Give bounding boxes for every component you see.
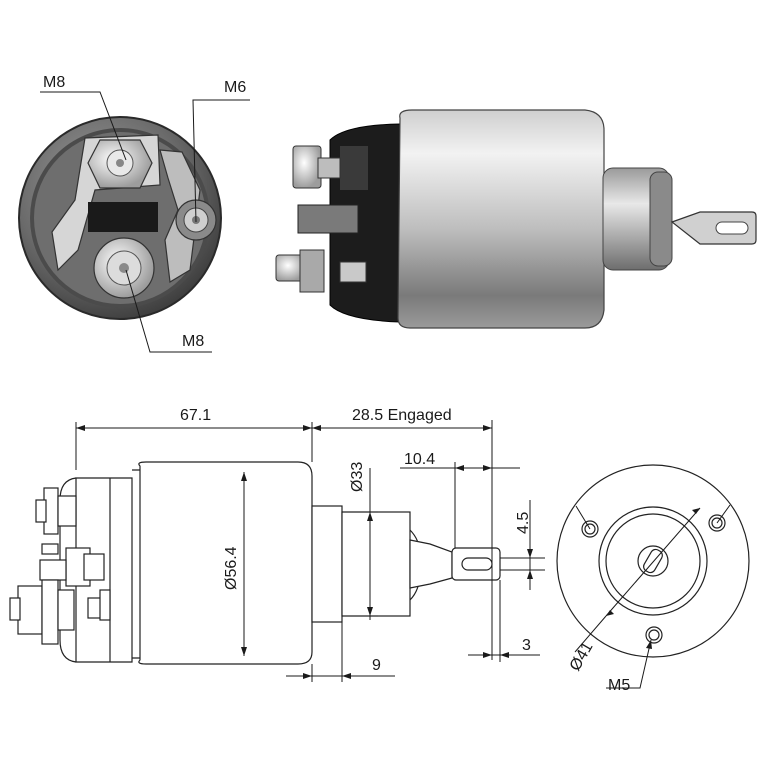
dim-body-dia: Ø56.4 xyxy=(223,546,240,590)
side-terminal-bottom xyxy=(275,249,325,293)
mounting-holes xyxy=(581,514,726,644)
side-elevation-drawing xyxy=(9,461,501,665)
dim-step: 9 xyxy=(372,657,381,674)
dimension-lines: 67.1 28.5 Engaged 10.4 Ø33 Ø56.4 4.5 3 xyxy=(75,407,545,682)
dim-plunger-dia: Ø33 xyxy=(349,462,366,492)
dim-eyelet-thickness: 3 xyxy=(522,637,531,654)
side-terminal-top xyxy=(292,145,341,189)
label-m5: M5 xyxy=(608,677,630,694)
drawing-terminals xyxy=(9,487,111,645)
dim-stroke: 28.5 Engaged xyxy=(352,407,452,424)
label-bolt-circle: Ø41 xyxy=(567,639,597,674)
label-m6: M6 xyxy=(224,79,246,96)
end-view-drawing: Ø41 M5 xyxy=(556,464,750,694)
bottom-terminal-nut xyxy=(93,237,155,299)
dim-eyelet-length: 10.4 xyxy=(404,451,435,468)
top-terminal-nut xyxy=(87,139,153,189)
dim-slot-width: 4.5 xyxy=(515,512,532,534)
label-m8-bottom: M8 xyxy=(182,333,204,350)
side-view-photo xyxy=(275,109,757,329)
end-view-photo: M8 M6 M8 xyxy=(18,74,250,353)
label-m8-top: M8 xyxy=(43,74,65,91)
dim-length: 67.1 xyxy=(180,407,211,424)
